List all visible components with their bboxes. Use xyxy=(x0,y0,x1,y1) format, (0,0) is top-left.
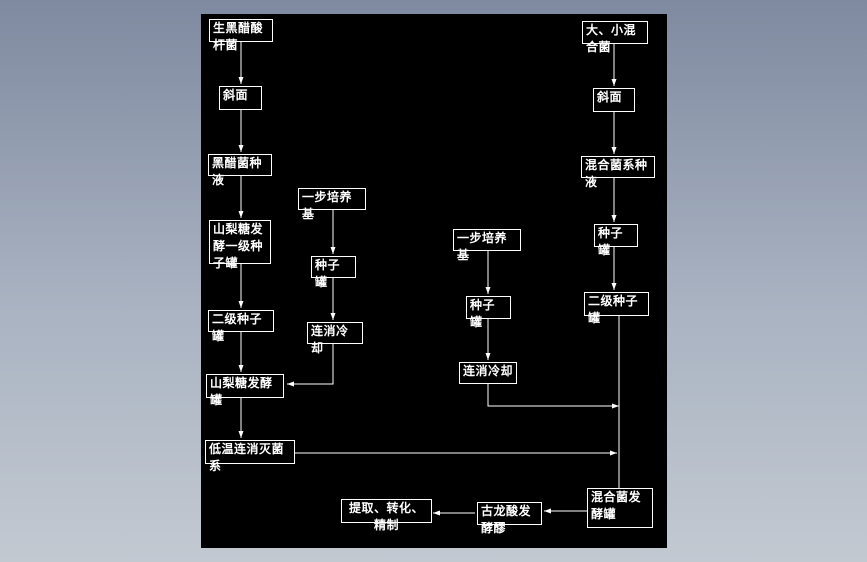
node-mr-seed-tank: 种子罐 xyxy=(466,296,511,329)
arrow-ml-cool-to-sorbose-ferment xyxy=(287,344,334,387)
node-sorbose-first-seed-tank-label: 山梨糖发酵一级种子罐 xyxy=(213,222,264,270)
node-ml-continuous-sterilize-cool-label: 连消冷却 xyxy=(311,324,349,355)
node-mr-continuous-sterilize-cool-label: 连消冷却 xyxy=(463,364,514,378)
node-mr-continuous-sterilize-cool: 连消冷却 xyxy=(459,362,517,384)
node-acetobacter-seed-liquid: 黑醋菌种液 xyxy=(208,154,272,187)
node-ml-one-step-medium-label: 一步培养基 xyxy=(302,190,353,221)
flowchart-canvas: 生黑醋酸杆菌 斜面 黑醋菌种液 山梨糖发酵一级种子罐 二级种子罐 山梨糖发酵罐 … xyxy=(201,14,667,548)
node-right-slant-label: 斜面 xyxy=(597,90,623,104)
node-left-second-seed-tank: 二级种子罐 xyxy=(208,310,274,343)
node-ml-continuous-sterilize-cool: 连消冷却 xyxy=(307,322,363,355)
node-ml-seed-tank-label: 种子罐 xyxy=(315,258,341,289)
node-ml-seed-tank: 种子罐 xyxy=(311,256,356,289)
node-mixed-seed-liquid-label: 混合菌系种液 xyxy=(585,158,648,189)
connector-layer xyxy=(238,42,620,516)
node-gulonic-ferment-mash: 古龙酸发酵醪 xyxy=(477,502,542,535)
node-extract-convert-refine: 提取、转化、精制 xyxy=(341,499,432,532)
node-left-second-seed-tank-label: 二级种子罐 xyxy=(212,312,263,343)
node-right-second-seed-tank-label: 二级种子罐 xyxy=(588,294,639,325)
arrow-mr-cool-to-main xyxy=(487,384,619,409)
node-right-seed-tank-label: 种子罐 xyxy=(598,226,624,257)
node-mixed-ferment-tank: 混合菌发酵罐 xyxy=(587,488,653,528)
node-acetobacter-seed-liquid-label: 黑醋菌种液 xyxy=(212,156,263,187)
node-mr-one-step-medium-label: 一步培养基 xyxy=(457,231,508,262)
node-mr-seed-tank-label: 种子罐 xyxy=(470,298,496,329)
node-sorbose-first-seed-tank: 山梨糖发酵一级种子罐 xyxy=(209,220,271,270)
node-acetobacter-strain-label: 生黑醋酸杆菌 xyxy=(213,21,264,52)
node-right-seed-tank: 种子罐 xyxy=(594,224,638,257)
node-extract-convert-refine-label: 提取、转化、精制 xyxy=(348,501,424,532)
node-low-temp-sterilize-label: 低温连消灭菌系 xyxy=(209,442,285,473)
node-right-slant: 斜面 xyxy=(593,88,635,112)
node-low-temp-sterilize: 低温连消灭菌系 xyxy=(205,440,295,473)
node-gulonic-ferment-mash-label: 古龙酸发酵醪 xyxy=(481,504,532,535)
node-sorbose-ferment-tank-label: 山梨糖发酵罐 xyxy=(210,376,273,407)
node-right-second-seed-tank: 二级种子罐 xyxy=(584,292,649,325)
node-left-slant-label: 斜面 xyxy=(223,88,249,102)
node-left-slant: 斜面 xyxy=(219,86,262,110)
node-sorbose-ferment-tank: 山梨糖发酵罐 xyxy=(206,374,284,407)
node-mixed-ferment-tank-label: 混合菌发酵罐 xyxy=(591,490,642,521)
node-mixed-seed-liquid: 混合菌系种液 xyxy=(581,156,655,189)
node-mixed-strain: 大、小混合菌 xyxy=(582,21,648,54)
node-mixed-strain-label: 大、小混合菌 xyxy=(586,23,637,54)
node-ml-one-step-medium: 一步培养基 xyxy=(298,188,366,221)
node-acetobacter-strain: 生黑醋酸杆菌 xyxy=(209,19,273,52)
node-mr-one-step-medium: 一步培养基 xyxy=(453,229,521,262)
